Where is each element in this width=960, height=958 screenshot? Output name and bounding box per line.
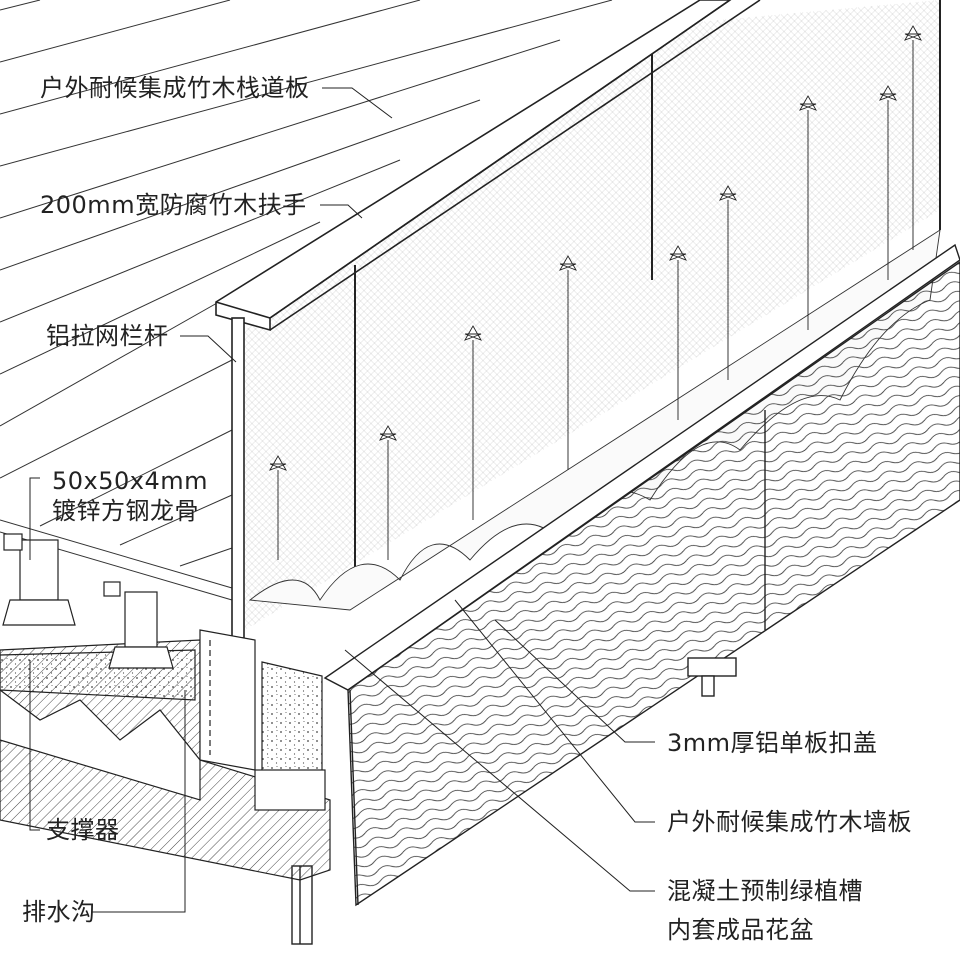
railing-mesh: [245, 0, 941, 630]
label-planter-line1: 混凝土预制绿植槽: [667, 877, 863, 905]
label-drain: 排水沟: [22, 898, 96, 926]
label-wall-panel: 户外耐候集成竹木墙板: [667, 808, 912, 836]
pedestals: [2, 533, 174, 669]
deck-boards: [0, 0, 640, 601]
label-deck-board: 户外耐候集成竹木栈道板: [40, 74, 310, 102]
label-joist-line2: 镀锌方钢龙骨: [52, 497, 199, 525]
planter-cap: [323, 243, 960, 691]
leader-lines: [29, 87, 655, 913]
label-cap-plate: 3mm厚铝单板扣盖: [667, 729, 878, 757]
label-handrail: 200mm宽防腐竹木扶手: [40, 191, 307, 219]
wall-panel: [347, 261, 960, 907]
railing-post: [231, 317, 245, 639]
label-joist-line1: 50x50x4mm: [52, 467, 209, 495]
flower-plant-icon: [268, 25, 923, 560]
ground-section: [0, 629, 331, 881]
label-planter-line2: 内套成品花盆: [667, 916, 814, 944]
label-railing: 铝拉网栏杆: [46, 322, 169, 350]
handrail: [215, 0, 761, 332]
steel-beams: [291, 657, 737, 945]
label-pedestal: 支撑器: [46, 816, 120, 844]
